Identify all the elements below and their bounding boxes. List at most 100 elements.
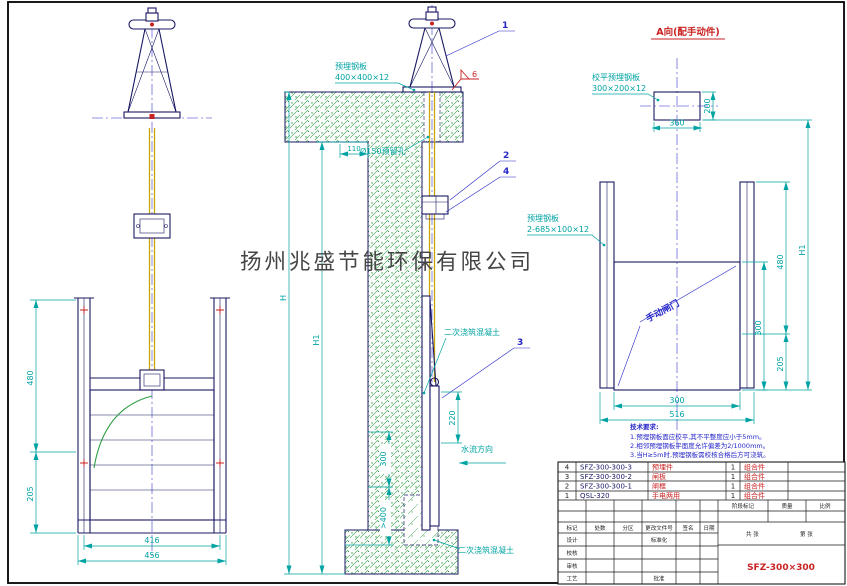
front-view-dimensions: 480 205 416 456 <box>26 299 227 565</box>
bom-row: 1 QSL-320 手电两用 1 组合件 <box>565 491 765 500</box>
drawing-number: SFZ-300×300 <box>747 563 815 573</box>
bom-qty: 1 <box>731 492 735 500</box>
plate-note: 校平预埋钢板 300×200×12 <box>592 72 660 102</box>
label-count: 处数 <box>594 524 606 532</box>
dim-110: 110 <box>339 144 369 158</box>
bom-note: 组合件 <box>744 472 765 481</box>
bom-table: 4 SFZ-300-300-3 预埋件 1 组合件 3 SFZ-300-300-… <box>565 463 765 501</box>
technical-notes: 技术要求: 1.预埋钢板面应校平,其不平整度应小于5mm。 2.相邻预埋钢板平面… <box>630 422 770 459</box>
label-design: 设计 <box>566 536 578 544</box>
callout-2: 2 <box>449 151 516 201</box>
bom-no: 4 <box>565 464 570 472</box>
label-scale: 比例 <box>819 502 831 510</box>
hole-label: Ø150预留孔 <box>360 146 406 156</box>
secondary-concrete-lower: 二次浇筑混凝土 <box>432 538 514 555</box>
title-block: 4 SFZ-300-300-3 预埋件 1 组合件 3 SFZ-300-300-… <box>557 461 846 585</box>
callout-1-label: 1 <box>502 21 508 31</box>
bom-code: SFZ-300-300-3 <box>580 464 632 472</box>
callout-1: 1 <box>445 21 515 57</box>
bom-name: 手电两用 <box>652 491 680 500</box>
stem-front <box>148 128 156 372</box>
callout-4: 4 <box>445 167 516 213</box>
dim-360-label: 360 <box>669 119 684 128</box>
stem-coupling <box>429 377 440 387</box>
section-view: 预埋钢板 400×400×12 6 Ø150预留孔 110 1 2 <box>279 5 530 575</box>
bom-no: 3 <box>565 473 569 481</box>
label-review: 审核 <box>566 562 578 570</box>
stem-hole <box>424 93 440 141</box>
hoist-pedestal-front <box>123 28 181 119</box>
flow-direction: 水流方向 <box>459 444 506 466</box>
a-view-bottom-dimensions: 300 516 <box>599 392 755 424</box>
bom-code: SFZ-300-300-1 <box>580 483 632 491</box>
plate-note-line2: 300×200×12 <box>592 84 646 93</box>
dim-300v-label: 300 <box>754 320 763 335</box>
bom-no: 2 <box>565 483 569 491</box>
bom-row: 3 SFZ-300-300-2 闸板 1 组合件 <box>565 472 765 481</box>
front-view: 480 205 416 456 <box>26 7 230 565</box>
dim-480-label: 480 <box>26 370 35 385</box>
note-item-1: 1.预埋钢板面应校平,其不平整度应小于5mm。 <box>630 432 766 441</box>
secondary-concrete-upper: 二次浇筑混凝土 <box>422 327 500 395</box>
embed-note-line1: 预埋钢板 <box>527 213 559 223</box>
embed-note-line2: 2-685×100×12 <box>527 225 589 234</box>
dim-200-label: 200 <box>703 98 712 113</box>
bom-name: 闸板 <box>652 472 666 481</box>
hole-annotation: Ø150预留孔 <box>360 135 430 156</box>
handwheel-front <box>128 7 176 30</box>
bom-note: 组合件 <box>744 463 765 472</box>
notes-title: 技术要求: <box>630 422 659 431</box>
weld-size-label: 6 <box>472 70 477 79</box>
dim-456-label: 456 <box>144 551 159 560</box>
callout-3: 3 <box>441 338 530 399</box>
label-date: 日期 <box>703 525 715 532</box>
dim-gt400-label: >400 <box>379 507 388 529</box>
callout-4-label: 4 <box>503 167 509 177</box>
callout-2-label: 2 <box>503 151 509 161</box>
handwheel-section <box>408 6 456 29</box>
callout-3-label: 3 <box>517 338 523 348</box>
bom-note: 组合件 <box>744 482 765 491</box>
dim-416-label: 416 <box>144 536 159 545</box>
label-check: 校核 <box>566 549 578 557</box>
label-sheets: 共 张 <box>746 530 759 538</box>
concrete-floor <box>344 529 459 575</box>
label-mark: 标记 <box>566 524 578 532</box>
title-block-labels: 标记 处数 分区 更改文件号 签名 日期 设计 标准化 校核 审核 工艺 批准 … <box>566 502 831 583</box>
label-zone: 分区 <box>622 524 634 532</box>
bom-qty: 1 <box>731 464 735 472</box>
bom-note: 组合件 <box>744 491 765 500</box>
dim-300b-label: 300 <box>669 396 684 405</box>
secondary-lower-label: 二次浇筑混凝土 <box>458 545 514 555</box>
dim-H1-label: H1 <box>798 244 807 255</box>
dim-360: 360 <box>652 119 702 132</box>
dim-H-label: H <box>279 295 288 301</box>
dim-516-label: 516 <box>669 410 684 419</box>
bom-name: 预埋件 <box>652 463 673 472</box>
label-approve: 批准 <box>653 575 665 583</box>
label-process: 工艺 <box>566 576 578 583</box>
dim-H1-label: H1 <box>312 334 321 345</box>
label-standard: 标准化 <box>651 536 668 544</box>
label-weight: 质量 <box>781 502 793 510</box>
bom-code: QSL-320 <box>580 492 610 500</box>
bom-code: SFZ-300-300-2 <box>580 473 632 481</box>
dim-205-label: 205 <box>26 486 35 501</box>
bom-row: 2 SFZ-300-300-1 闸框 1 组合件 <box>565 482 765 491</box>
dim-480-label: 480 <box>776 254 785 269</box>
dim-110-label: 110 <box>347 145 360 153</box>
stem-guide-bracket-front <box>133 213 171 239</box>
note-item-2: 2.相邻预埋钢板平面度允许偏差为2/1000mm。 <box>630 441 769 450</box>
bom-qty: 1 <box>731 473 735 481</box>
a-view-title: A向(配手动件) <box>656 26 720 38</box>
swing-arc <box>93 395 153 469</box>
bom-no: 1 <box>565 492 569 500</box>
flow-label: 水流方向 <box>461 444 493 454</box>
gate-panel-front <box>89 389 215 521</box>
note-item-3: 3.当H≥5m时,预埋钢板需校核合格后方可浇筑。 <box>630 450 770 459</box>
label-stage: 阶段标记 <box>732 502 755 510</box>
stem-guide-bracket-section <box>421 195 449 220</box>
label-doc: 更改文件号 <box>645 524 673 532</box>
